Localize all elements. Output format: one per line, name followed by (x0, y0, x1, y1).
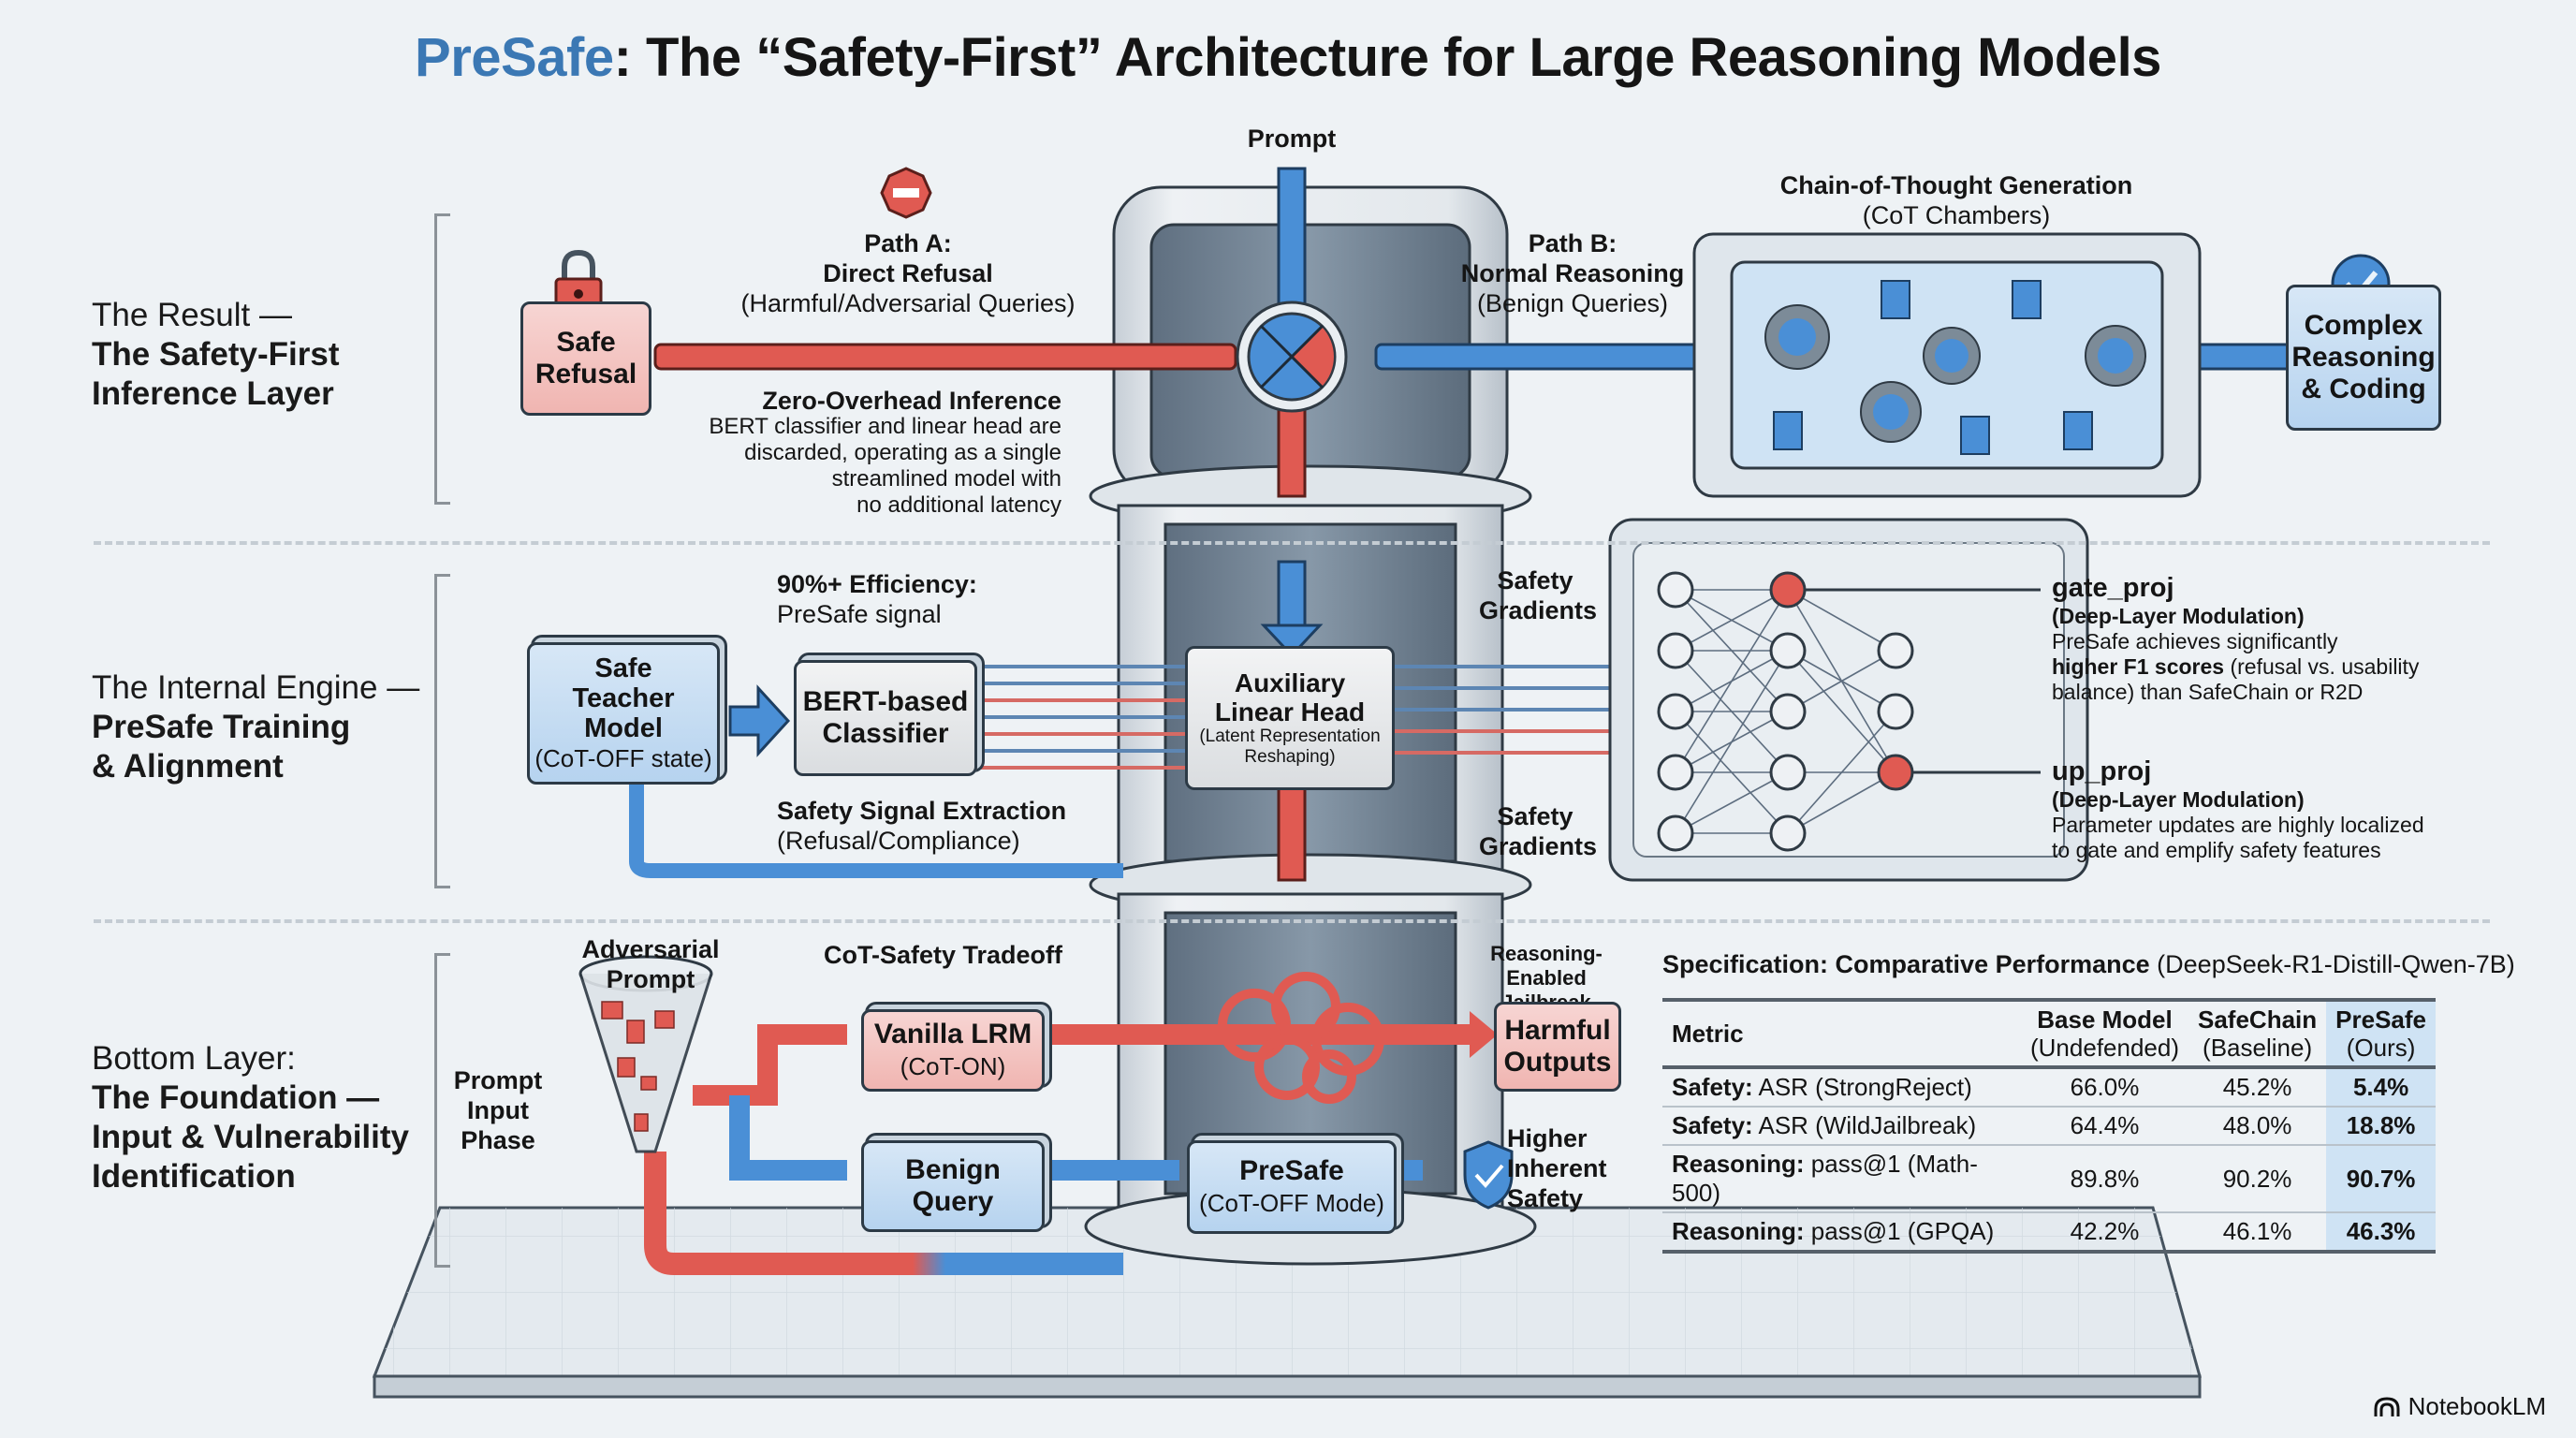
layer-bracket (434, 953, 450, 1268)
central-pillar (1084, 185, 1537, 1266)
safe-teacher-model-box: Safe Teacher Model (CoT-OFF state) (527, 642, 720, 785)
layer-label-engine: The Internal Engine — PreSafe Training &… (92, 669, 420, 785)
benign-query-box: Benign Query (861, 1140, 1045, 1232)
presafe-cot-off-box: PreSafe (CoT-OFF Mode) (1187, 1140, 1397, 1234)
tangled-reasoning-knot (1218, 972, 1384, 1104)
signal-extraction-note: Safety Signal Extraction (Refusal/Compli… (777, 797, 1067, 855)
metric-cell: Safety: ASR (StrongReject) (1662, 1067, 2021, 1108)
bert-classifier-box: BERT-based Classifier (794, 660, 977, 776)
cot-safety-tradeoff-label: CoT-Safety Tradeoff (824, 941, 1063, 969)
efficiency-note: 90%+ Efficiency: PreSafe signal (777, 570, 977, 628)
column-header-metric: Metric (1662, 998, 2021, 1069)
inherent-safety-label: Higher Inherent Safety (1507, 1124, 1607, 1212)
column-header-presafe: PreSafe(Ours) (2326, 998, 2436, 1069)
prompt-label: Prompt (1247, 125, 1337, 153)
foundation-pipes (644, 1011, 1498, 1275)
notebooklm-icon (2374, 1396, 2400, 1416)
gate-proj-note: gate_proj (Deep-Layer Modulation) PreSaf… (2052, 573, 2420, 704)
safety-gradients-top: Safety Gradients (1479, 566, 1598, 624)
section-divider (94, 541, 2490, 545)
cot-label: Chain-of-Thought Generation (CoT Chamber… (1779, 171, 2133, 229)
teacher-to-bert-arrow (728, 684, 791, 757)
funnel (578, 955, 713, 1153)
base-cell: 89.8% (2021, 1145, 2188, 1213)
refusal-down-pipe (1277, 401, 1307, 498)
safe-refusal-box: Safe Refusal (520, 301, 651, 416)
safechain-cell: 46.1% (2188, 1212, 2327, 1254)
layer-label-foundation: Bottom Layer: The Foundation — Input & V… (92, 1040, 409, 1195)
presafe-cell: 18.8% (2326, 1107, 2436, 1146)
presafe-cell: 90.7% (2326, 1145, 2436, 1213)
gate-proj-node (1769, 571, 1807, 609)
stop-sign-icon (880, 167, 932, 219)
up-proj-node (1877, 754, 1914, 791)
safechain-cell: 90.2% (2188, 1145, 2327, 1213)
vanilla-lrm-box: Vanilla LRM (CoT-ON) (861, 1009, 1045, 1092)
path-b-label: Path B: Normal Reasoning (Benign Queries… (1460, 229, 1685, 317)
table-header-row: Metric Base Model(Undefended) SafeChain(… (1662, 998, 2436, 1069)
shield-icon (1463, 1140, 1514, 1210)
safety-gradients-bottom: Safety Gradients (1479, 802, 1598, 860)
column-header-base: Base Model(Undefended) (2021, 998, 2188, 1069)
safechain-cell: 45.2% (2188, 1067, 2327, 1108)
metric-cell: Safety: ASR (WildJailbreak) (1662, 1107, 2021, 1146)
title-rest: : The “Safety-First” Architecture for La… (613, 27, 2162, 88)
layer-bracket (434, 574, 450, 888)
page-title: PreSafe: The “Safety-First” Architecture… (0, 26, 2576, 89)
layer-label-result: The Result — The Safety-First Inference … (92, 297, 340, 412)
notebooklm-logo: NotebookLM (2373, 1392, 2546, 1421)
prompt-input-phase-label: Prompt Input Phase (453, 1066, 543, 1154)
presafe-cell: 5.4% (2326, 1067, 2436, 1108)
neural-net-chamber (1608, 518, 2089, 882)
table-row: Safety: ASR (StrongReject) 66.0% 45.2% 5… (1662, 1067, 2436, 1108)
section-divider (94, 919, 2490, 923)
base-cell: 42.2% (2021, 1212, 2188, 1254)
zero-overhead-note: Zero-Overhead Inference BERT classifier … (709, 387, 1061, 518)
adversarial-prompt-label: Adversarial Prompt (581, 935, 720, 993)
up-proj-note: up_proj (Deep-Layer Modulation) Paramete… (2052, 756, 2424, 862)
path-a-label: Path A: Direct Refusal (Harmful/Adversar… (740, 229, 1076, 317)
spec-title: Specification: Comparative Performance (… (1662, 950, 2515, 978)
path-a-pipe (653, 343, 1237, 371)
comparative-performance-table: Metric Base Model(Undefended) SafeChain(… (1662, 998, 2436, 1254)
table-row: Reasoning: pass@1 (Math-500) 89.8% 90.2%… (1662, 1145, 2436, 1213)
table-row: Safety: ASR (WildJailbreak) 64.4% 48.0% … (1662, 1107, 2436, 1146)
base-cell: 66.0% (2021, 1067, 2188, 1108)
cot-chamber (1692, 232, 2202, 498)
table-row: Reasoning: pass@1 (GPQA) 42.2% 46.1% 46.… (1662, 1212, 2436, 1254)
cot-to-complex-pipe (2188, 343, 2295, 371)
title-brand: PreSafe (415, 27, 614, 88)
harmful-outputs-box: Harmful Outputs (1494, 1002, 1621, 1092)
presafe-cell: 46.3% (2326, 1212, 2436, 1254)
base-cell: 64.4% (2021, 1107, 2188, 1146)
teacher-loop-pipe (629, 777, 1123, 878)
layer-bracket (434, 213, 450, 505)
router-disc (1236, 301, 1348, 413)
complex-reasoning-box: Complex Reasoning & Coding (2286, 285, 2441, 431)
column-header-safechain: SafeChain(Baseline) (2188, 998, 2327, 1069)
prompt-pipe (1277, 167, 1307, 320)
path-b-pipe (1374, 343, 1724, 371)
auxiliary-linear-head-box: Auxiliary Linear Head (Latent Representa… (1185, 646, 1395, 790)
metric-cell: Reasoning: pass@1 (GPQA) (1662, 1212, 2021, 1254)
metric-cell: Reasoning: pass@1 (Math-500) (1662, 1145, 2021, 1213)
safechain-cell: 48.0% (2188, 1107, 2327, 1146)
